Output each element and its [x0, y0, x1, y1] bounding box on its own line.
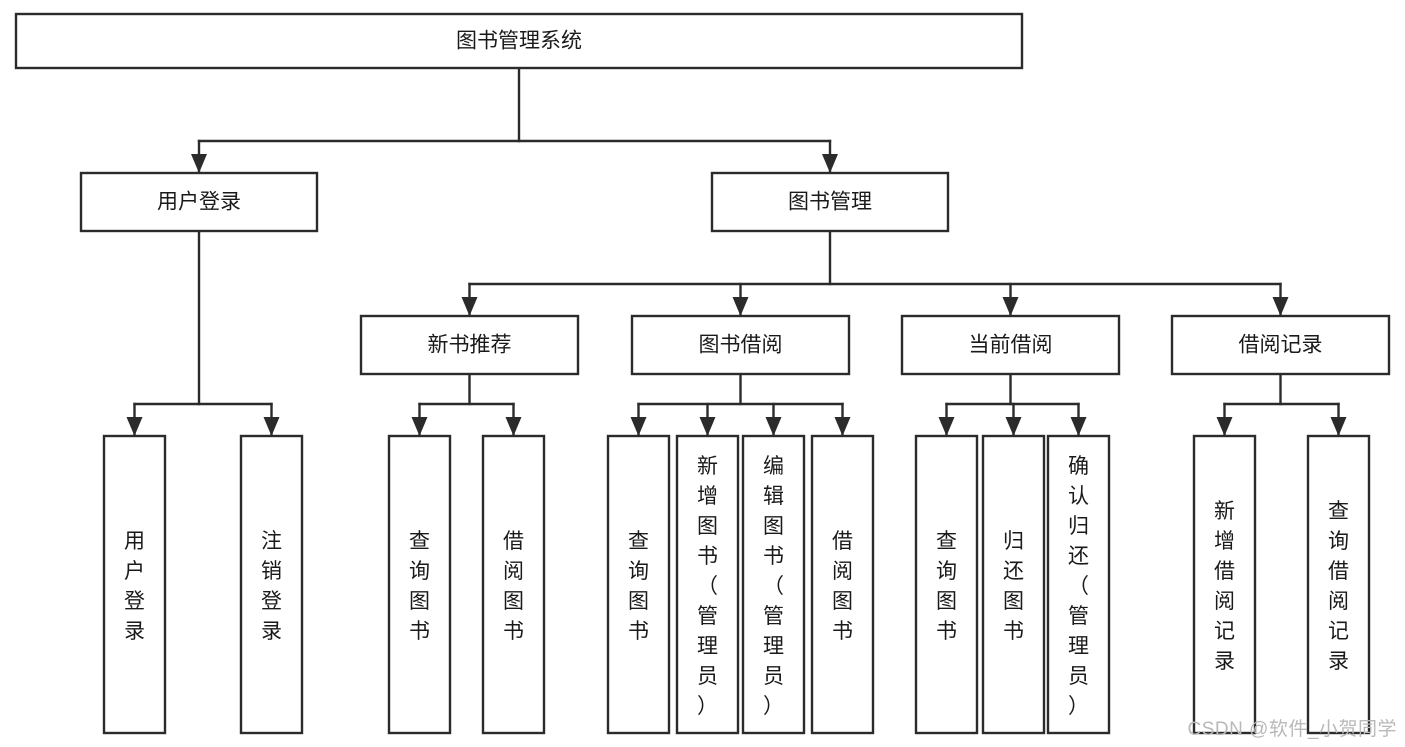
node-leaf-return-book[interactable]: 归还图书	[981, 434, 1046, 735]
node-leaf-logout[interactable]: 注销登录	[239, 434, 304, 735]
edge-arrowhead	[505, 417, 522, 436]
watermark-text: CSDN @软件_小贺同学	[1187, 719, 1397, 740]
node-label-leaf-logout: 注销登录	[261, 530, 282, 643]
node-box-root	[14, 12, 1024, 70]
node-label-leaf-confirm-return-admin: 确认归还（管理员）	[1068, 455, 1089, 718]
node-label-leaf-query-book-2: 查询图书	[628, 530, 649, 643]
edge-arrowhead	[732, 297, 749, 316]
node-leaf-confirm-return-admin[interactable]: 确认归还（管理员）	[1046, 434, 1111, 735]
edge-arrowhead	[1330, 417, 1347, 436]
edge-arrowhead	[938, 417, 955, 436]
edge-arrowhead	[822, 154, 838, 173]
node-leaf-query-book-1[interactable]: 查询图书	[387, 434, 452, 735]
edge-arrowhead	[1002, 297, 1019, 316]
node-label-leaf-query-borrow-record: 查询借阅记录	[1328, 500, 1349, 673]
node-leaf-user-login[interactable]: 用户登录	[102, 434, 167, 735]
node-label-user-login: 用户登录	[157, 191, 241, 214]
node-label-leaf-add-book-admin: 新增图书（管理员）	[697, 455, 718, 718]
edge-arrowhead	[765, 417, 782, 436]
node-leaf-borrow-book-1[interactable]: 借阅图书	[481, 434, 546, 735]
node-box-leaf-return-book	[981, 434, 1046, 735]
node-label-leaf-add-borrow-record: 新增借阅记录	[1214, 500, 1235, 673]
node-box-leaf-user-login	[102, 434, 167, 735]
node-box-new-book-recommend	[359, 314, 580, 376]
edge-arrowhead	[126, 417, 143, 436]
node-box-leaf-query-book-3	[914, 434, 979, 735]
node-label-leaf-borrow-book-2: 借阅图书	[832, 530, 853, 643]
node-box-borrow-record	[1170, 314, 1391, 376]
node-box-leaf-confirm-return-admin	[1046, 434, 1111, 735]
node-book-management[interactable]: 图书管理	[710, 171, 950, 233]
node-label-new-book-recommend: 新书推荐	[428, 334, 512, 357]
node-current-borrow[interactable]: 当前借阅	[900, 314, 1121, 376]
node-box-current-borrow	[900, 314, 1121, 376]
node-box-leaf-edit-book-admin	[741, 434, 806, 735]
node-leaf-add-borrow-record[interactable]: 新增借阅记录	[1192, 434, 1257, 735]
node-label-root: 图书管理系统	[456, 30, 582, 53]
node-box-leaf-query-book-1	[387, 434, 452, 735]
node-label-book-management: 图书管理	[788, 191, 872, 214]
node-box-book-borrow	[630, 314, 851, 376]
edge-arrowhead	[411, 417, 428, 436]
node-leaf-edit-book-admin[interactable]: 编辑图书（管理员）	[741, 434, 806, 735]
node-box-leaf-add-borrow-record	[1192, 434, 1257, 735]
node-leaf-query-book-3[interactable]: 查询图书	[914, 434, 979, 735]
node-box-leaf-query-book-2	[606, 434, 671, 735]
node-label-leaf-user-login: 用户登录	[124, 530, 145, 643]
node-label-leaf-query-book-3: 查询图书	[936, 530, 957, 643]
node-box-leaf-query-borrow-record	[1306, 434, 1371, 735]
edge-arrowhead	[1272, 297, 1289, 316]
node-new-book-recommend[interactable]: 新书推荐	[359, 314, 580, 376]
node-borrow-record[interactable]: 借阅记录	[1170, 314, 1391, 376]
edge-arrowhead	[1005, 417, 1022, 436]
node-box-leaf-add-book-admin	[675, 434, 740, 735]
edge-arrowhead	[630, 417, 647, 436]
node-box-leaf-borrow-book-1	[481, 434, 546, 735]
node-label-leaf-query-book-1: 查询图书	[409, 530, 430, 643]
node-box-leaf-logout	[239, 434, 304, 735]
node-label-leaf-return-book: 归还图书	[1003, 530, 1024, 643]
edge-arrowhead	[1070, 417, 1087, 436]
node-box-leaf-borrow-book-2	[810, 434, 875, 735]
edge-arrowhead	[461, 297, 478, 316]
node-label-current-borrow: 当前借阅	[969, 334, 1053, 357]
node-root[interactable]: 图书管理系统	[14, 12, 1024, 70]
node-leaf-query-book-2[interactable]: 查询图书	[606, 434, 671, 735]
edge-arrowhead	[1216, 417, 1233, 436]
node-label-leaf-edit-book-admin: 编辑图书（管理员）	[763, 455, 784, 718]
edge-arrowhead	[191, 154, 207, 173]
node-label-book-borrow: 图书借阅	[699, 334, 783, 357]
node-leaf-add-book-admin[interactable]: 新增图书（管理员）	[675, 434, 740, 735]
node-label-borrow-record: 借阅记录	[1239, 334, 1323, 357]
node-box-book-management	[710, 171, 950, 233]
node-leaf-query-borrow-record[interactable]: 查询借阅记录	[1306, 434, 1371, 735]
node-leaf-borrow-book-2[interactable]: 借阅图书	[810, 434, 875, 735]
edge-arrowhead	[263, 417, 280, 436]
node-box-user-login	[79, 171, 319, 233]
node-label-leaf-borrow-book-1: 借阅图书	[503, 530, 524, 643]
node-book-borrow[interactable]: 图书借阅	[630, 314, 851, 376]
node-user-login[interactable]: 用户登录	[79, 171, 319, 233]
edge-arrowhead	[699, 417, 716, 436]
edge-arrowhead	[834, 417, 851, 436]
